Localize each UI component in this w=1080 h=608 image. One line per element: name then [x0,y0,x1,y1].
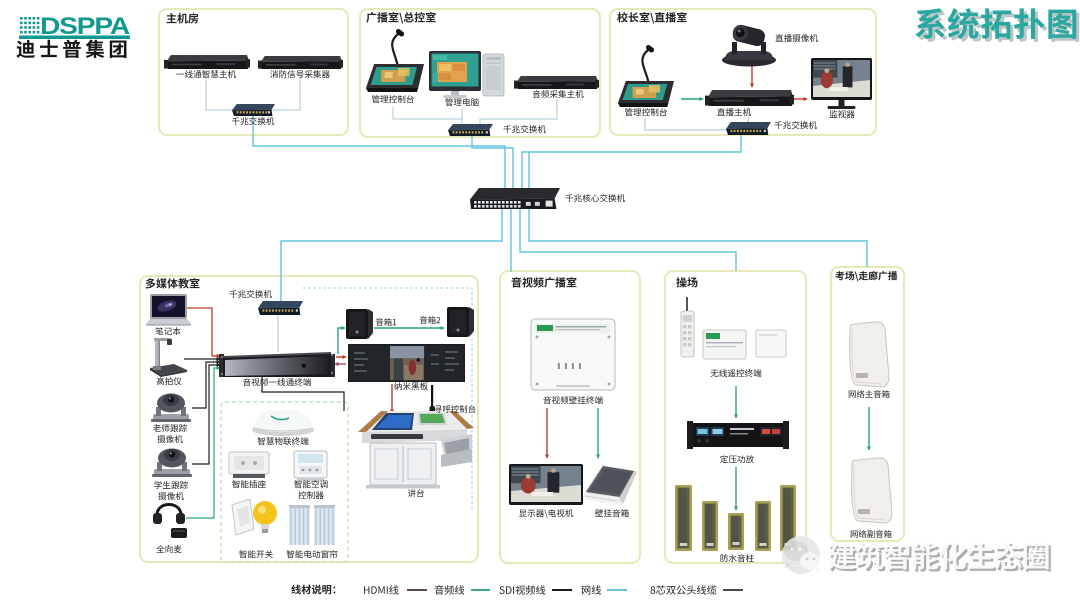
svg-text:DSPPA: DSPPA [40,13,130,40]
